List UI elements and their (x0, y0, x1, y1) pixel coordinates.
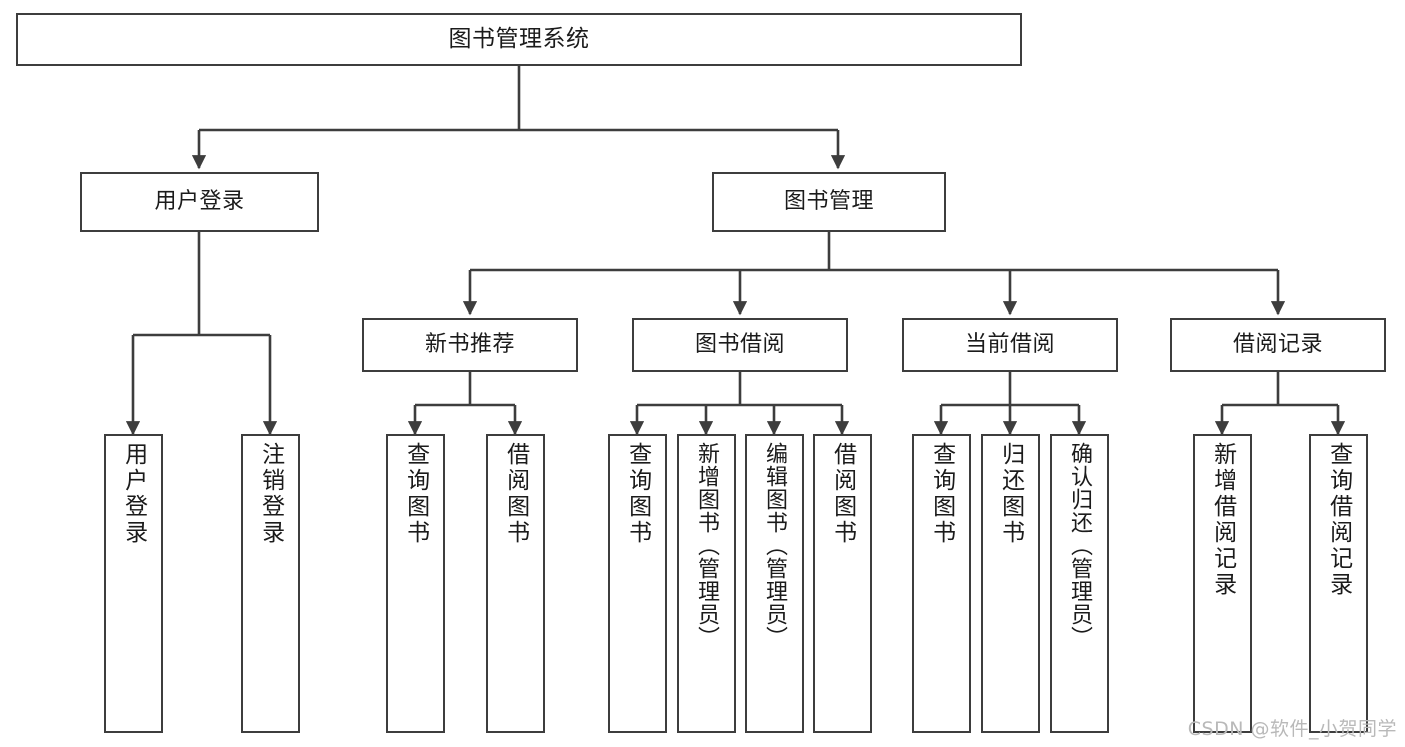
node-label: 图书管理系统 (448, 25, 590, 52)
node-borrow-record[interactable]: 借阅记录 (1170, 318, 1386, 372)
node-book-management[interactable]: 图书管理 (712, 172, 946, 232)
leaf-borrow-book-new[interactable]: 借阅图书 (486, 434, 545, 733)
csdn-watermark: CSDN @软件_小贺同学 (1187, 718, 1397, 740)
leaf-query-book-borrow[interactable]: 查询图书 (608, 434, 667, 733)
leaf-confirm-return-admin[interactable]: 确认归还（管理员） (1050, 434, 1109, 733)
node-label: 查询图书 (928, 442, 955, 546)
node-label: 当前借阅 (964, 332, 1055, 358)
node-new-book-recommend[interactable]: 新书推荐 (362, 318, 578, 372)
node-label: 查询图书 (624, 442, 651, 546)
node-label: 用户登录 (154, 189, 245, 215)
leaf-logout-login[interactable]: 注销登录 (241, 434, 300, 733)
leaf-add-book-admin[interactable]: 新增图书（管理员） (677, 434, 736, 733)
node-label: 查询借阅记录 (1325, 442, 1352, 598)
node-label: 借阅图书 (502, 442, 529, 546)
node-label: 图书借阅 (694, 332, 785, 358)
leaf-query-book-new[interactable]: 查询图书 (386, 434, 445, 733)
leaf-user-login[interactable]: 用户登录 (104, 434, 163, 733)
node-root-system[interactable]: 图书管理系统 (16, 13, 1022, 66)
node-book-borrow[interactable]: 图书借阅 (632, 318, 848, 372)
leaf-query-borrow-record[interactable]: 查询借阅记录 (1309, 434, 1368, 733)
node-label: 借阅图书 (829, 442, 856, 546)
leaf-return-book[interactable]: 归还图书 (981, 434, 1040, 733)
node-label: 确认归还（管理员） (1067, 442, 1093, 649)
node-label: 注销登录 (257, 442, 284, 546)
node-current-borrow[interactable]: 当前借阅 (902, 318, 1118, 372)
node-label: 归还图书 (997, 442, 1024, 546)
node-label: 借阅记录 (1232, 332, 1323, 358)
leaf-borrow-book[interactable]: 借阅图书 (813, 434, 872, 733)
node-label: 图书管理 (783, 189, 874, 215)
node-label: 查询图书 (402, 442, 429, 546)
node-user-login[interactable]: 用户登录 (80, 172, 319, 232)
node-label: 用户登录 (120, 442, 147, 546)
leaf-query-book-current[interactable]: 查询图书 (912, 434, 971, 733)
node-label: 新增借阅记录 (1209, 442, 1236, 598)
leaf-add-borrow-record[interactable]: 新增借阅记录 (1193, 434, 1252, 733)
node-label: 新增图书（管理员） (694, 442, 720, 649)
leaf-edit-book-admin[interactable]: 编辑图书（管理员） (745, 434, 804, 733)
node-label: 编辑图书（管理员） (762, 442, 788, 649)
node-label: 新书推荐 (424, 332, 515, 358)
